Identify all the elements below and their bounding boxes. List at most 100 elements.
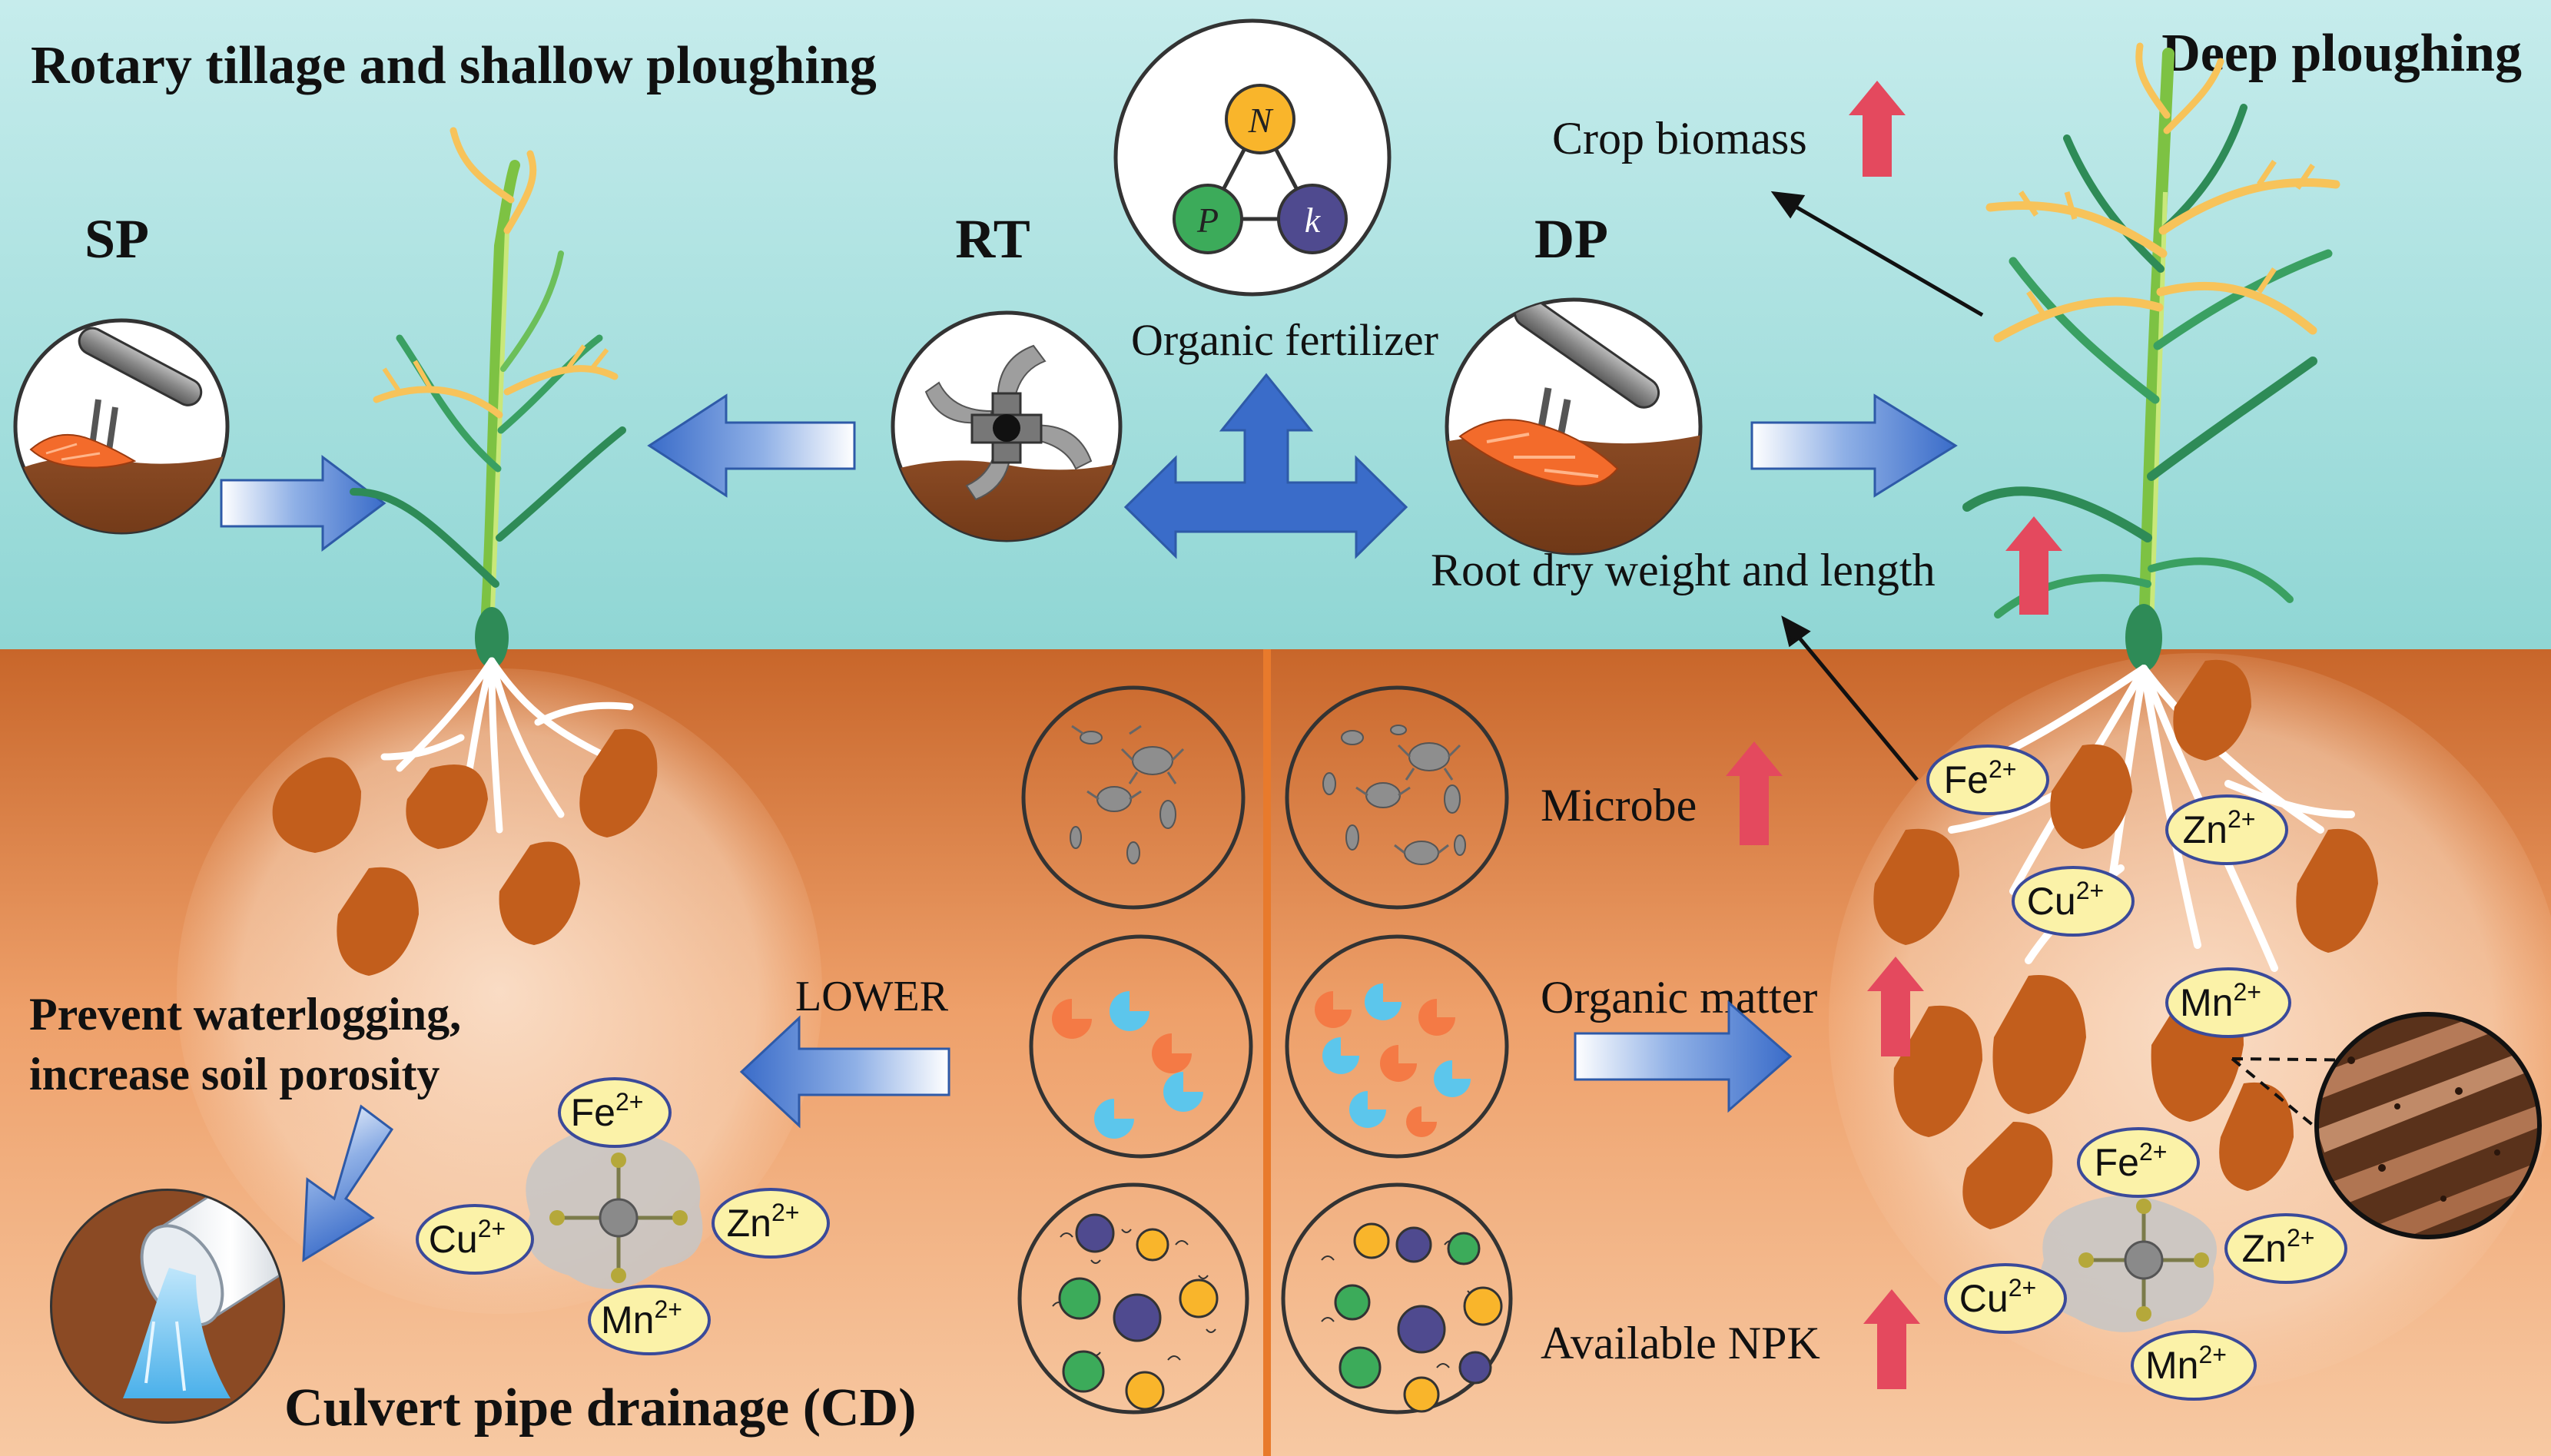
fe-ion-left: Fe2+	[558, 1077, 672, 1148]
microbe-sample-low	[1021, 685, 1246, 910]
microbe-up-arrow	[1726, 741, 1783, 845]
ion-charge: 2+	[2287, 1224, 2314, 1252]
svg-text:Fe2+: Fe2+	[2095, 1138, 2168, 1184]
organic-matter-up-arrow	[1867, 957, 1924, 1056]
ion-charge: 2+	[2228, 805, 2255, 833]
waterlogging-line-1: Prevent waterlogging,	[29, 989, 461, 1040]
fertilizer-distribution-arrow	[1123, 373, 1408, 559]
svg-text:Zn2+: Zn2+	[2242, 1224, 2315, 1270]
ion-symbol: Mn	[601, 1298, 654, 1342]
ion-charge: 2+	[2198, 1341, 2226, 1368]
ion-charge: 2+	[615, 1088, 643, 1116]
ion-symbol: Zn	[727, 1202, 771, 1245]
nitrogen-node	[1225, 84, 1295, 154]
organic-to-roots-arrow	[1574, 1000, 1793, 1113]
zn-ion-left: Zn2+	[712, 1188, 830, 1259]
left-soil-clods	[272, 728, 658, 976]
culvert-pipe-icon	[50, 1189, 285, 1424]
microbe-sample-high	[1285, 685, 1509, 910]
left-ion-complex	[526, 1127, 703, 1289]
root-effect-label: Root dry weight and length	[1431, 545, 1936, 595]
ion-symbol: Zn	[2183, 808, 2228, 851]
svg-text:Fe2+: Fe2+	[1944, 755, 2017, 801]
available-npk-label: Available NPK	[1541, 1318, 1820, 1368]
npk-sample-high	[1281, 1182, 1513, 1415]
cu-ion-lower-right: Cu2+	[1944, 1263, 2067, 1334]
sp-label: SP	[85, 208, 149, 270]
mn-ion-lower-right: Mn2+	[2131, 1330, 2257, 1401]
organic-matter-label: Organic matter	[1541, 972, 1817, 1023]
waterlogging-line-2: increase soil porosity	[29, 1049, 440, 1099]
lower-arrow	[739, 1015, 950, 1129]
organic-fertilizer-label: Organic fertilizer	[1131, 315, 1438, 365]
npk-nutrient-icon: N P k	[1113, 18, 1392, 297]
cu-ion-left: Cu2+	[416, 1204, 534, 1275]
left-plant-roots	[380, 657, 634, 834]
sp-to-plant-arrow	[220, 455, 386, 552]
fe-ion-upper-right: Fe2+	[1926, 745, 2049, 815]
dp-to-plant-arrow	[1750, 393, 1958, 498]
deep-ploughed-plant	[1962, 42, 2340, 672]
ion-symbol: Fe	[571, 1091, 615, 1134]
svg-text:Zn2+: Zn2+	[727, 1199, 800, 1245]
soil-divider-line	[1263, 649, 1271, 1456]
ion-symbol: Zn	[2242, 1227, 2287, 1270]
lower-label: LOWER	[795, 973, 949, 1020]
ion-symbol: Mn	[2145, 1344, 2198, 1387]
right-ion-complex	[2040, 1196, 2217, 1332]
ion-charge: 2+	[478, 1215, 506, 1242]
organic-matter-sample-low	[1029, 934, 1253, 1159]
ion-symbol: Mn	[2180, 981, 2233, 1024]
ion-charge: 2+	[771, 1199, 799, 1226]
nitrogen-label: N	[1248, 101, 1274, 140]
npk-sample-low	[1017, 1182, 1249, 1415]
svg-text:Fe2+: Fe2+	[571, 1088, 644, 1134]
ion-symbol: Cu	[429, 1218, 478, 1261]
svg-text:Cu2+: Cu2+	[2027, 877, 2104, 923]
crop-biomass-up-arrow	[1849, 81, 1906, 177]
svg-text:Cu2+: Cu2+	[1959, 1274, 2036, 1320]
potassium-node	[1277, 184, 1348, 254]
right-section-title: Deep ploughing	[2161, 24, 2522, 83]
dp-label: DP	[1534, 208, 1608, 270]
deep-plough-icon	[1445, 297, 1703, 556]
bottom-section-title: Culvert pipe drainage (CD)	[284, 1378, 916, 1438]
ion-charge: 2+	[654, 1295, 682, 1323]
pointer-arrows	[1770, 191, 1984, 781]
phosphorus-node	[1173, 184, 1243, 254]
ion-charge: 2+	[1989, 755, 2016, 783]
potassium-label: k	[1305, 201, 1322, 240]
cu-ion-upper-right: Cu2+	[2012, 866, 2135, 937]
fe-ion-lower-right: Fe2+	[2077, 1127, 2200, 1198]
microbe-label: Microbe	[1541, 780, 1697, 831]
organic-matter-sample-high	[1285, 934, 1509, 1159]
rt-to-plant-arrow	[647, 393, 856, 498]
ion-symbol: Cu	[2027, 880, 2076, 923]
root-up-arrow	[2005, 516, 2062, 615]
mn-ion-left: Mn2+	[588, 1285, 711, 1355]
svg-text:Mn2+: Mn2+	[2180, 978, 2261, 1024]
ion-charge: 2+	[2076, 877, 2104, 904]
ion-symbol: Fe	[2095, 1141, 2139, 1184]
available-npk-up-arrow	[1863, 1289, 1920, 1389]
svg-text:Mn2+: Mn2+	[601, 1295, 682, 1342]
svg-text:Mn2+: Mn2+	[2145, 1341, 2227, 1387]
left-section-title: Rotary tillage and shallow ploughing	[31, 36, 877, 95]
ion-symbol: Fe	[1944, 758, 1989, 801]
soil-zoom-inset	[2314, 1012, 2542, 1239]
shallow-ploughed-plant	[350, 127, 626, 668]
zn-ion-lower-right: Zn2+	[2224, 1213, 2347, 1284]
ion-charge: 2+	[2233, 978, 2261, 1006]
rt-label: RT	[955, 208, 1030, 270]
svg-text:Zn2+: Zn2+	[2183, 805, 2256, 851]
ion-charge: 2+	[2009, 1274, 2036, 1302]
crop-biomass-label: Crop biomass	[1552, 113, 1807, 164]
mn-ion-upper-right: Mn2+	[2165, 967, 2291, 1038]
ion-charge: 2+	[2139, 1138, 2167, 1166]
zn-ion-upper-right: Zn2+	[2165, 794, 2288, 865]
phosphorus-label: P	[1196, 201, 1219, 240]
drainage-arrow	[302, 1104, 394, 1262]
svg-text:Cu2+: Cu2+	[429, 1215, 506, 1261]
